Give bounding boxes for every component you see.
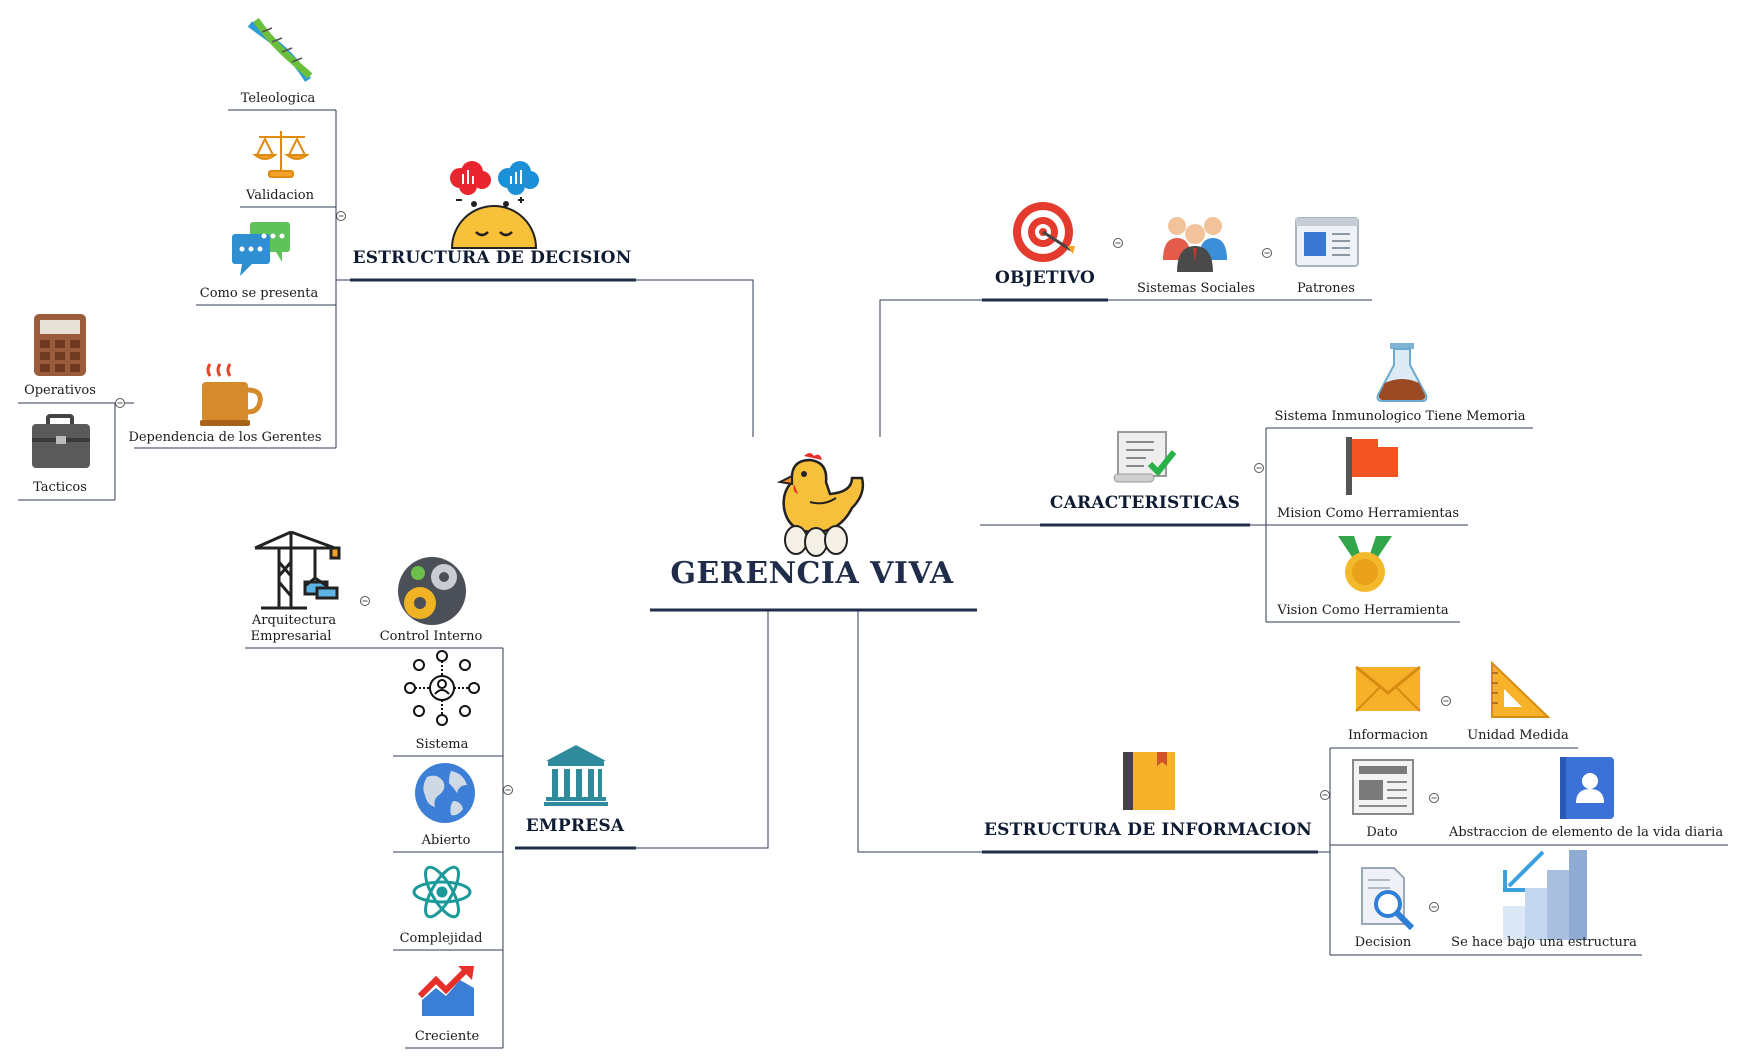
book-icon [1123, 752, 1175, 810]
target-icon [1013, 202, 1075, 262]
bank-icon [544, 745, 608, 806]
stairs-arrow-icon [1503, 850, 1587, 940]
node-creciente[interactable]: Creciente [414, 1029, 480, 1044]
collapse-toggle-dato[interactable] [1429, 793, 1439, 803]
coffee-cup-icon [200, 363, 263, 426]
node-control-interno[interactable]: Control Interno [379, 629, 483, 644]
checklist-icon [1113, 431, 1177, 483]
gears-icon [398, 557, 466, 625]
node-decision[interactable]: Decision [1354, 935, 1412, 950]
node-tacticos[interactable]: Tacticos [33, 480, 87, 495]
collapse-toggle-decision[interactable] [336, 211, 346, 221]
node-dependencia-gerentes[interactable]: Dependencia de los Gerentes [128, 430, 322, 445]
node-teleologica[interactable]: Teleologica [240, 91, 316, 106]
collapse-toggles [115, 211, 1451, 912]
node-mision[interactable]: Mision Como Herramientas [1276, 506, 1460, 521]
collapse-toggle-dependencia[interactable] [115, 398, 125, 408]
node-unidad-medida[interactable]: Unidad Medida [1467, 728, 1569, 743]
node-patrones[interactable]: Patrones [1297, 281, 1355, 296]
network-icon [404, 650, 480, 726]
node-informacion[interactable]: Informacion [1347, 728, 1429, 743]
branch-estructura-decision[interactable]: ESTRUCTURA DE DECISION [352, 248, 632, 268]
collapse-toggle-arquitectura[interactable] [360, 596, 370, 606]
contact-card-icon [1560, 757, 1614, 819]
growth-chart-icon [417, 966, 474, 1016]
collapse-toggle-empresa[interactable] [503, 785, 513, 795]
newspaper-icon [1352, 759, 1414, 815]
collapse-toggle-objetivo[interactable] [1113, 238, 1123, 248]
node-dato[interactable]: Dato [1366, 825, 1398, 840]
node-como-se-presenta[interactable]: Como se presenta [199, 286, 319, 301]
node-sistema[interactable]: Sistema [415, 737, 469, 752]
scales-icon [252, 131, 310, 178]
collapse-toggle-sistemas-sociales[interactable] [1262, 248, 1272, 258]
node-abierto[interactable]: Abierto [421, 833, 471, 848]
node-operativos[interactable]: Operativos [24, 383, 96, 398]
dna-icon [247, 17, 313, 82]
flag-icon [1346, 437, 1398, 495]
set-square-icon [1491, 660, 1551, 718]
node-arquitectura-line1[interactable]: Arquitectura [251, 613, 337, 628]
hen-icon [776, 453, 865, 557]
node-se-hace-bajo-estructura[interactable]: Se hace bajo una estructura [1451, 935, 1637, 950]
thinking-face-icon [450, 161, 539, 249]
branch-caracteristicas[interactable]: CARACTERISTICAS [1049, 493, 1241, 513]
node-sistema-inmunologico[interactable]: Sistema Inmunologico Tiene Memoria [1274, 409, 1526, 424]
center-topic-title[interactable]: GERENCIA VIVA [670, 556, 954, 591]
chat-icon [232, 222, 290, 276]
node-abstraccion[interactable]: Abstraccion de elemento de la vida diari… [1448, 825, 1724, 840]
connector-lines [18, 109, 1728, 1049]
people-icon [1163, 217, 1227, 272]
collapse-toggle-informacion[interactable] [1441, 696, 1451, 706]
globe-icon [415, 763, 475, 823]
node-validacion[interactable]: Validacion [246, 188, 314, 203]
node-complejidad[interactable]: Complejidad [399, 931, 483, 946]
search-document-icon [1361, 867, 1415, 931]
medal-icon [1338, 536, 1392, 592]
node-vision[interactable]: Vision Como Herramienta [1277, 603, 1449, 618]
node-sistemas-sociales[interactable]: Sistemas Sociales [1137, 281, 1255, 296]
envelope-icon [1355, 665, 1421, 712]
briefcase-icon [32, 414, 90, 468]
collapse-toggle-caracteristicas[interactable] [1254, 463, 1264, 473]
flask-icon [1376, 343, 1428, 402]
branch-estructura-informacion[interactable]: ESTRUCTURA DE INFORMACION [983, 820, 1313, 840]
atom-icon [412, 865, 472, 919]
node-arquitectura-line2[interactable]: Empresarial [250, 629, 332, 644]
calculator-icon [34, 314, 86, 376]
main-underlines [350, 278, 1318, 854]
browser-window-icon [1295, 217, 1359, 267]
branch-objetivo[interactable]: OBJETIVO [994, 268, 1096, 288]
collapse-toggle-decision-leaf[interactable] [1429, 902, 1439, 912]
collapse-toggle-estructura-informacion[interactable] [1320, 790, 1330, 800]
branch-empresa[interactable]: EMPRESA [525, 816, 625, 836]
crane-icon [254, 530, 341, 610]
